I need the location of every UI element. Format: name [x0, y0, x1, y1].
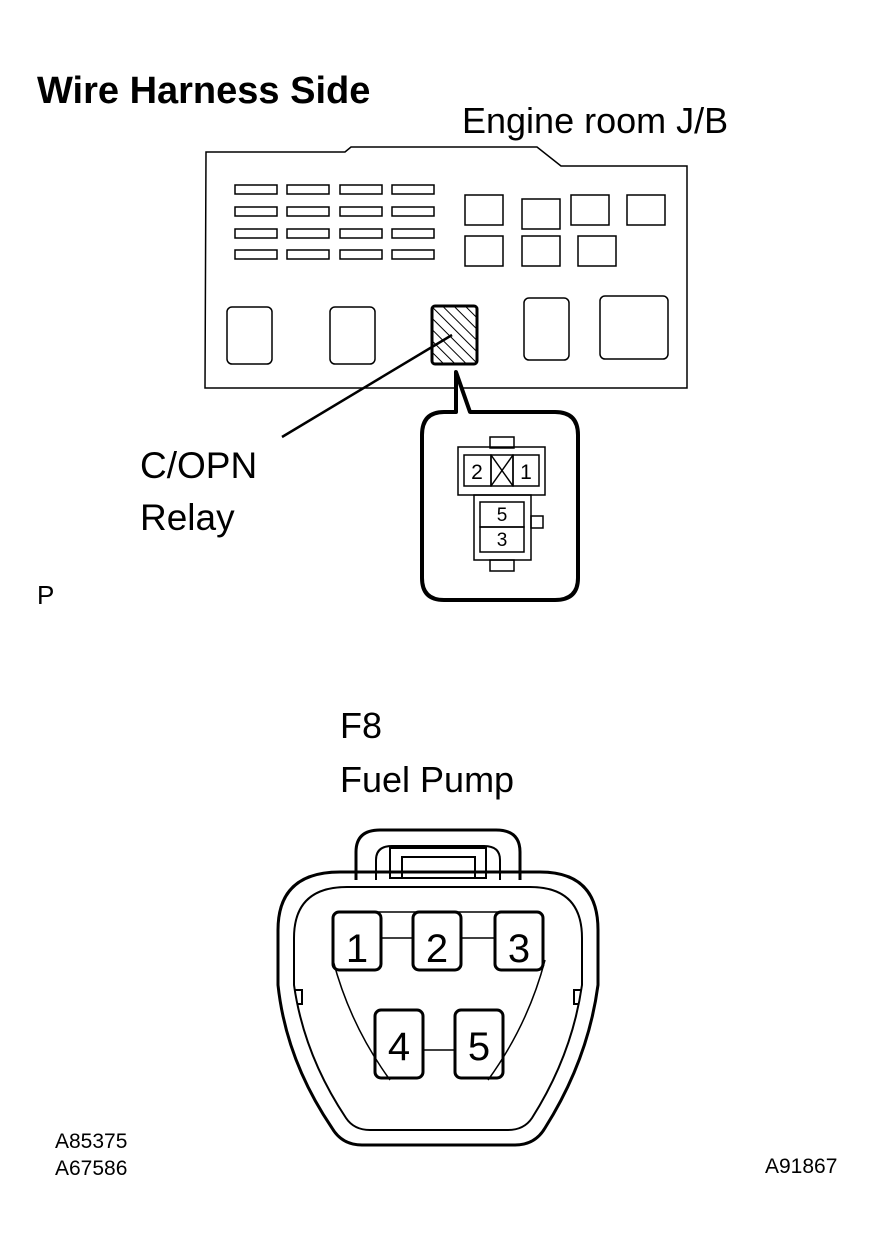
connector-pin-3: 3	[508, 927, 530, 971]
connector-pin-4: 4	[388, 1025, 410, 1069]
connector-pin-5: 5	[468, 1025, 490, 1069]
small-relay-slots	[464, 194, 666, 267]
connector-name-label: Fuel Pump	[340, 759, 515, 800]
fuel-pump-connector	[276, 828, 600, 1147]
figure-code-2: A67586	[55, 1157, 128, 1180]
figure-code-1: A85375	[55, 1130, 128, 1153]
connector-id-label: F8	[340, 705, 383, 746]
large-relay-slots	[226, 295, 669, 365]
relay-label-line2: Relay	[140, 497, 235, 538]
connector-pin-cavities	[331, 910, 545, 1080]
connector-pin-1: 1	[346, 927, 368, 971]
diagram-title: Wire Harness Side	[37, 70, 371, 112]
relay-terminal-5: 5	[497, 505, 508, 526]
fuse-grid	[234, 184, 435, 260]
section-label: P	[37, 580, 55, 610]
junction-block-label: Engine room J/B	[462, 100, 729, 141]
relay-label-line1: C/OPN	[140, 445, 258, 486]
relay-terminal-3: 3	[497, 530, 508, 551]
connector-pin-2: 2	[426, 927, 448, 971]
relay-terminal-2: 2	[471, 461, 483, 484]
copn-relay-slot	[430, 304, 479, 366]
relay-callout: 2 1 5 3	[420, 370, 580, 602]
relay-terminal-1: 1	[520, 461, 532, 484]
figure-code-3: A91867	[765, 1155, 838, 1178]
relay-leader-line	[281, 333, 453, 439]
